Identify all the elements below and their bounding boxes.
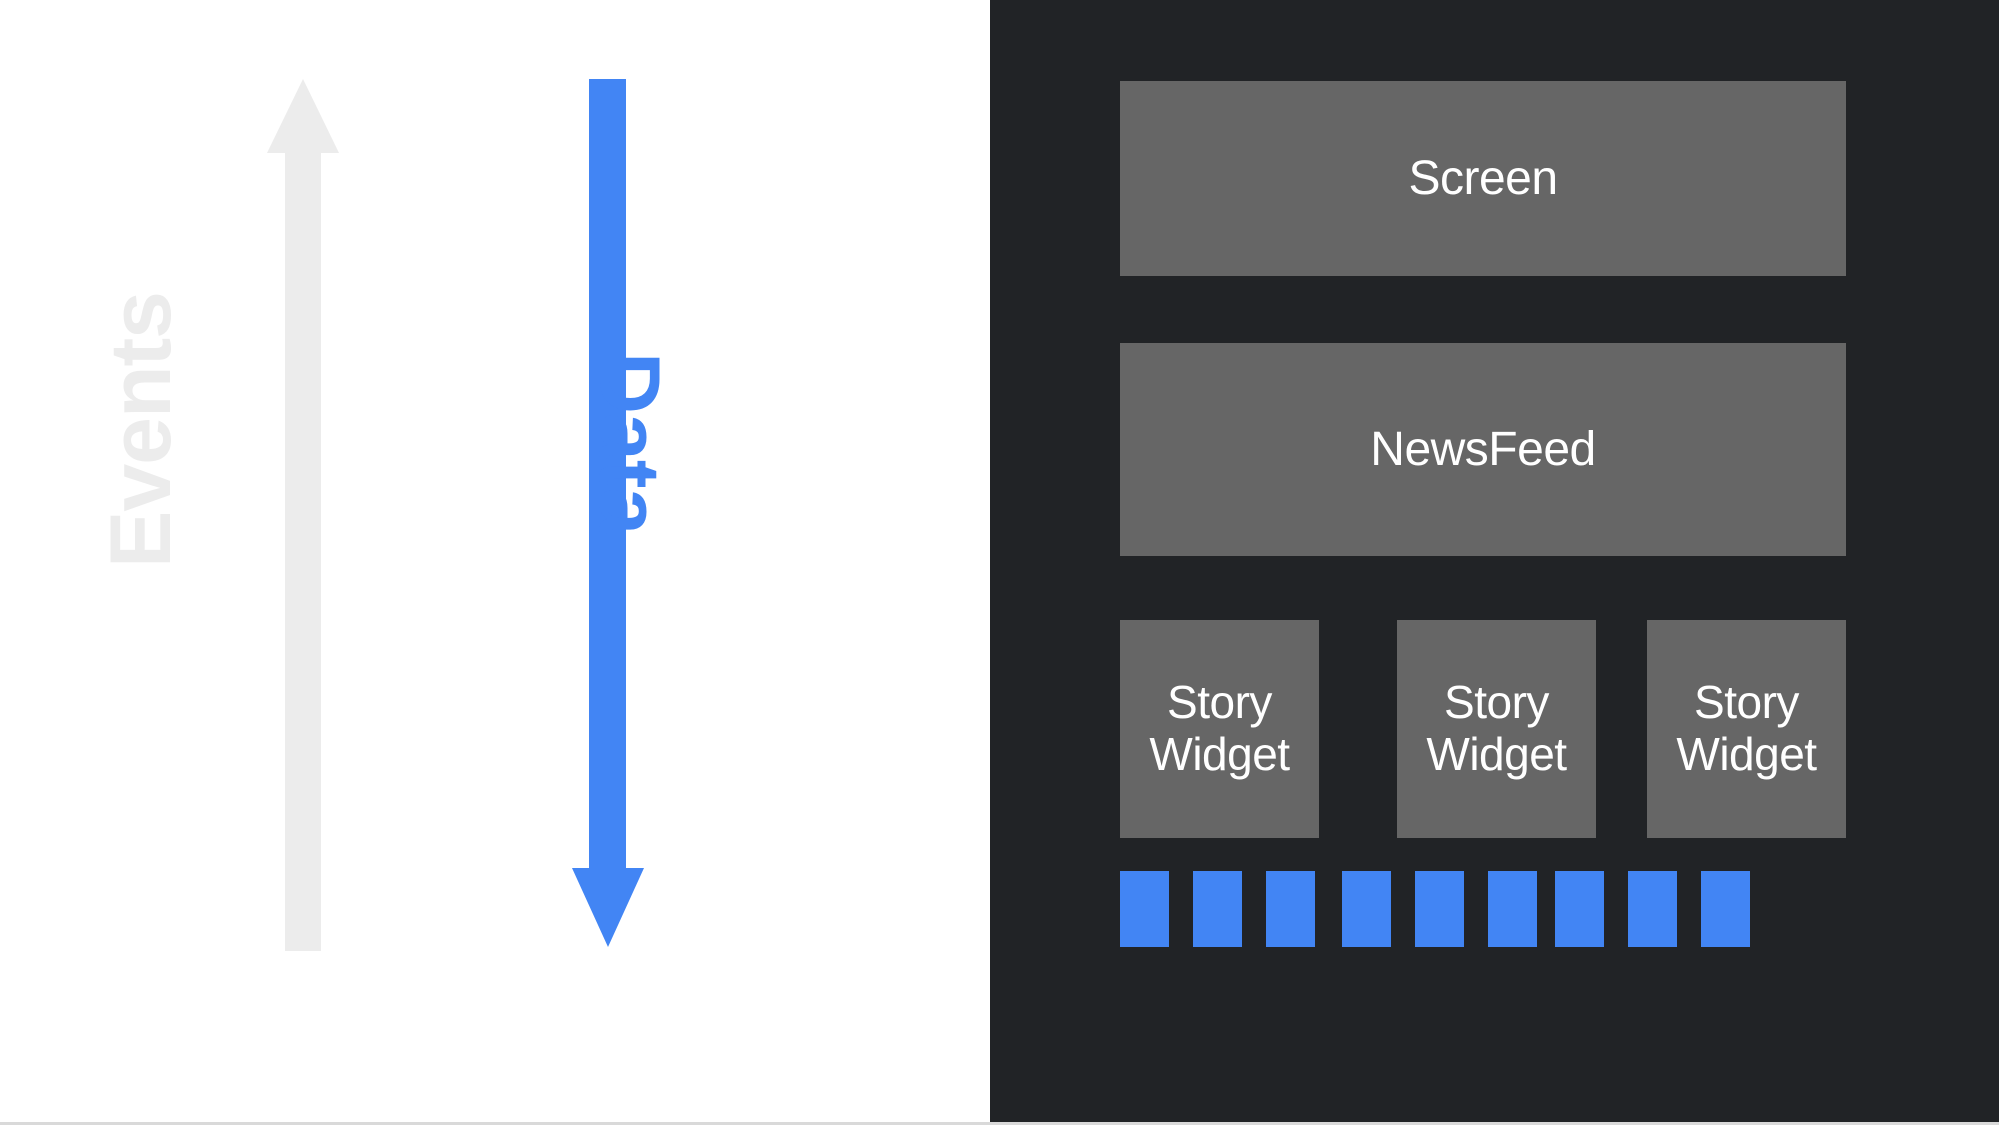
flow-legend-pane: Events Data bbox=[0, 0, 990, 1122]
leaf-node[interactable] bbox=[1193, 871, 1242, 947]
events-label: Events bbox=[93, 292, 189, 569]
node-story-widget-3[interactable]: Story Widget bbox=[1647, 620, 1846, 838]
leaf-node[interactable] bbox=[1555, 871, 1604, 947]
node-story-widget-1[interactable]: Story Widget bbox=[1120, 620, 1319, 838]
leaf-group-2 bbox=[1342, 871, 1537, 947]
data-arrow-icon bbox=[571, 79, 645, 947]
leaf-node[interactable] bbox=[1488, 871, 1537, 947]
node-story-widget-2[interactable]: Story Widget bbox=[1397, 620, 1596, 838]
node-newsfeed[interactable]: NewsFeed bbox=[1120, 343, 1846, 556]
node-story-widget-3-label: Story Widget bbox=[1676, 676, 1817, 780]
leaf-node[interactable] bbox=[1120, 871, 1169, 947]
widget-tree-pane: Screen NewsFeed Story Widget Story Widge… bbox=[990, 0, 1999, 1122]
node-story-widget-1-label: Story Widget bbox=[1149, 676, 1290, 780]
leaf-node[interactable] bbox=[1342, 871, 1391, 947]
node-story-widget-2-label: Story Widget bbox=[1426, 676, 1567, 780]
leaf-node[interactable] bbox=[1628, 871, 1677, 947]
node-screen[interactable]: Screen bbox=[1120, 81, 1846, 276]
leaf-node[interactable] bbox=[1415, 871, 1464, 947]
data-label: Data bbox=[581, 352, 677, 535]
node-screen-label: Screen bbox=[1408, 151, 1558, 205]
leaf-node[interactable] bbox=[1701, 871, 1750, 947]
leaf-node[interactable] bbox=[1266, 871, 1315, 947]
leaf-group-1 bbox=[1120, 871, 1315, 947]
node-newsfeed-label: NewsFeed bbox=[1370, 422, 1596, 476]
events-arrow-icon bbox=[249, 79, 357, 951]
leaf-group-3 bbox=[1555, 871, 1750, 947]
